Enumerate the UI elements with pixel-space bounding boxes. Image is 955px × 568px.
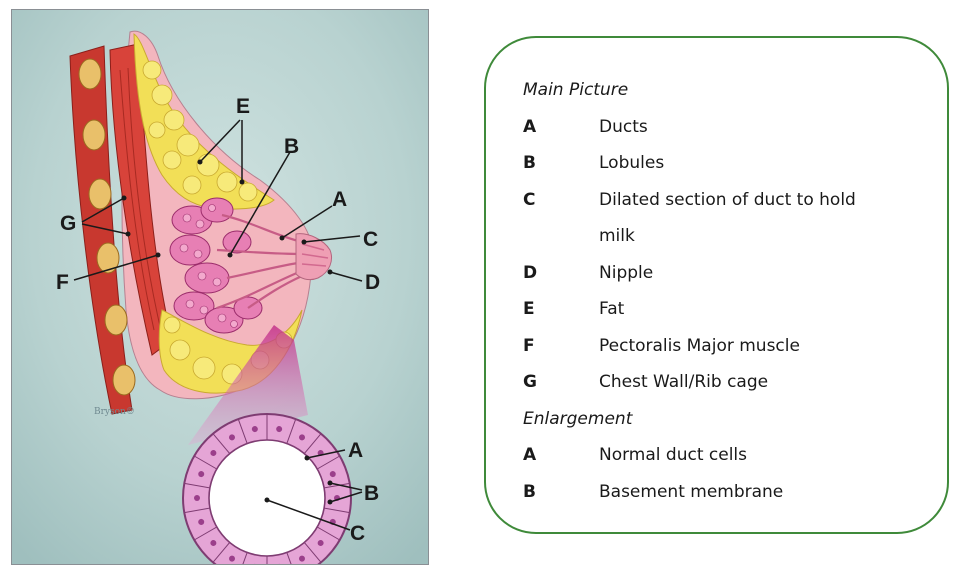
legend-desc: Nipple	[599, 255, 653, 292]
legend-key: A	[523, 437, 599, 474]
legend-key: B	[523, 145, 599, 182]
label-D: D	[365, 271, 380, 294]
label-F: F	[56, 271, 69, 294]
enlargement-label-A: A	[348, 439, 363, 462]
legend-key: A	[523, 109, 599, 146]
legend-key: G	[523, 364, 599, 401]
label-C: C	[363, 228, 378, 251]
label-E: E	[236, 95, 250, 118]
legend-key: C	[523, 182, 599, 219]
legend-main-heading: Main Picture	[523, 72, 856, 109]
legend-desc: Fat	[599, 291, 624, 328]
legend-key: B	[523, 474, 599, 511]
enlargement-label-C: C	[350, 522, 365, 545]
legend-key: D	[523, 255, 599, 292]
label-A: A	[332, 188, 347, 211]
anatomy-illustration: E B A C D G F Bryson© A B C	[11, 9, 429, 565]
label-G: G	[60, 212, 76, 235]
anatomy-svg: E B A C D G F Bryson© A B C	[12, 10, 428, 564]
legend-desc: Basement membrane	[599, 474, 783, 511]
artist-credit: Bryson©	[94, 407, 135, 417]
legend-desc: Lobules	[599, 145, 664, 182]
legend-desc: Chest Wall/Rib cage	[599, 364, 768, 401]
legend-item: milk	[523, 218, 856, 255]
legend-desc: Dilated section of duct to hold	[599, 182, 856, 219]
legend-desc: Pectoralis Major muscle	[599, 328, 800, 365]
enlargement-label-B: B	[364, 482, 379, 505]
label-B: B	[284, 135, 299, 158]
legend-desc: milk	[599, 218, 635, 255]
legend-key: E	[523, 291, 599, 328]
legend-desc: Normal duct cells	[599, 437, 747, 474]
legend-key: F	[523, 328, 599, 365]
legend-desc: Ducts	[599, 109, 648, 146]
legend-enlargement-heading: Enlargement	[523, 401, 856, 438]
